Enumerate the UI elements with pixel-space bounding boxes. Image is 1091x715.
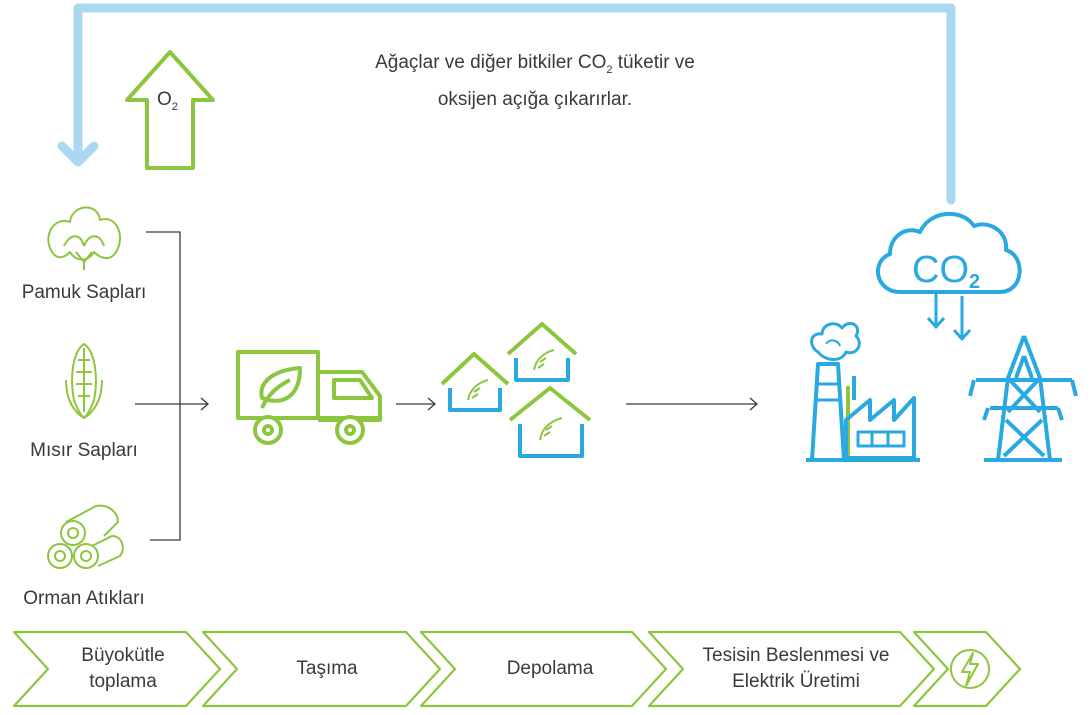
source-label-corn: Mısır Sapları — [30, 440, 138, 461]
note-line-1: Ağaçlar ve diğer bitkiler CO2 tüketir ve — [375, 52, 695, 76]
source-label-forest: Orman Atıkları — [23, 588, 145, 609]
lightning-icon — [950, 649, 990, 689]
step-label-power: Tesisin Beslenmesi ve Elektrik Üretimi — [702, 645, 890, 692]
corn-icon — [65, 343, 103, 419]
co2-cloud-label: CO2 — [912, 249, 980, 293]
cotton-icon — [47, 206, 121, 270]
truck-icon — [236, 350, 382, 445]
factory-icon — [806, 322, 920, 462]
step-chevron-3 — [419, 630, 668, 708]
co2-recycle-arrow — [57, 3, 956, 205]
photosynthesis-note: Ağaçlar ve diğer bitkiler CO2 tüketir ve… — [300, 48, 770, 115]
step-chevron-2 — [201, 630, 442, 708]
co2-cloud-icon — [876, 211, 1022, 341]
arrow-to-storage — [396, 397, 436, 411]
note-line-2: oksijen açığa çıkarırlar. — [437, 88, 633, 110]
sources-bracket — [135, 231, 209, 541]
logs-icon — [47, 504, 124, 569]
step-label-collection: Büyokütle toplama — [81, 645, 165, 692]
step-chevron-1 — [12, 630, 222, 708]
o2-label: O2 — [157, 89, 178, 113]
step-chevron-5 — [912, 630, 1022, 708]
o2-arrow-icon — [125, 50, 215, 170]
storage-icon — [440, 322, 592, 458]
arrow-to-plant — [626, 397, 758, 411]
source-label-cotton: Pamuk Sapları — [21, 282, 147, 303]
step-label-storage: Depolama — [506, 658, 594, 679]
step-chevron-4 — [647, 630, 936, 708]
power-tower-icon — [968, 335, 1078, 462]
process-steps — [12, 630, 1022, 708]
step-label-transport: Taşıma — [296, 658, 358, 679]
